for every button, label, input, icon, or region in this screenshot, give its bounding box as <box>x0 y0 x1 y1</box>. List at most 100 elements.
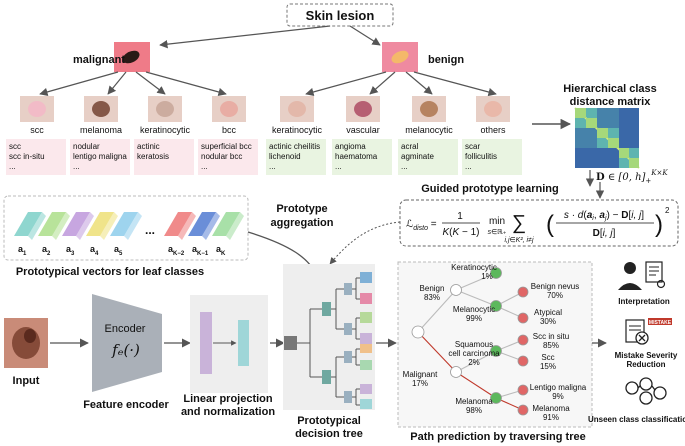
prototype-vector-4: a5 <box>110 212 142 257</box>
unseen-class-icon <box>625 377 667 405</box>
prototype-vector-1: a2 <box>38 212 70 257</box>
subtype-text: haematoma <box>335 152 378 161</box>
path-tree-labels: Keratinocytic 1% Benign 83% Melanocytic … <box>403 263 587 422</box>
leaf-class-5: vascularangiomahaematoma... <box>332 96 392 175</box>
leaf-class-name: scc <box>30 125 44 135</box>
malignant-label: malignant <box>73 54 125 66</box>
prototype-vector-label: a1 <box>18 244 27 257</box>
subtype-text: nodular <box>73 142 100 151</box>
svg-text:83%: 83% <box>424 293 440 302</box>
svg-text:min: min <box>489 216 505 227</box>
path-prediction-label: Path prediction by traversing tree <box>410 431 585 443</box>
encoder-label: Encoder <box>105 323 146 335</box>
subtype-text: lentigo maligna <box>73 152 127 161</box>
unseen-class-label: Unseen class classification <box>588 415 685 424</box>
svg-text:∑: ∑ <box>512 212 526 234</box>
subtype-text: scc in-situ <box>9 152 45 161</box>
leaf-class-name: others <box>480 125 506 135</box>
prototype-vector-6: aK−1 <box>188 212 220 257</box>
svg-text:MISTAKE: MISTAKE <box>649 320 672 326</box>
svg-text:Scc: Scc <box>541 353 554 362</box>
tree-label-line2: decision tree <box>295 428 363 440</box>
matrix-title-line1: Hierarchical class <box>563 83 657 95</box>
prototype-vector-label: a3 <box>66 244 75 257</box>
subtype-box <box>398 139 458 175</box>
subtype-text: actinic <box>137 142 160 151</box>
prototype-vector-label: a5 <box>114 244 123 257</box>
guided-prototype-learning: Guided prototype learning <box>421 183 559 195</box>
prototype-vector-7: aK <box>212 212 244 257</box>
prototype-vector-3: a4 <box>86 212 118 257</box>
svg-text:2%: 2% <box>468 358 480 367</box>
svg-text:Keratinocytic: Keratinocytic <box>451 263 497 272</box>
svg-text:9%: 9% <box>552 392 564 401</box>
subtype-box <box>6 139 66 175</box>
subtype-text: ... <box>465 162 472 171</box>
prototype-vector-2: a3 <box>62 212 94 257</box>
prototype-vector-0: a1 <box>14 212 46 257</box>
subtype-text: actinic cheilitis <box>269 142 320 151</box>
feature-encoder-block <box>92 294 162 392</box>
prototype-vector-label: a2 <box>42 244 51 257</box>
matrix-formula: D ∈ [0, h]+K×K <box>596 169 668 185</box>
subtype-text: keratosis <box>137 152 169 161</box>
decision-tree <box>297 277 360 406</box>
root-label: Skin lesion <box>306 8 375 23</box>
leaf-class-6: melanocyticacralagminate... <box>398 96 458 175</box>
tree-label-line1: Prototypical <box>297 415 361 427</box>
svg-text:Melanocytic: Melanocytic <box>453 305 495 314</box>
svg-text:30%: 30% <box>540 317 556 326</box>
svg-text:Malignant: Malignant <box>403 370 438 379</box>
leaf-class-name: keratinocytic <box>272 125 323 135</box>
encoder-function: fₑ(·) <box>111 341 140 359</box>
svg-text:70%: 70% <box>547 291 563 300</box>
prototype-vectors-label: Prototypical vectors for leaf classes <box>16 266 204 278</box>
subtype-text: ... <box>401 162 408 171</box>
matrix-title-line2: distance matrix <box>570 96 652 108</box>
leaf-class-name: melanoma <box>80 125 122 135</box>
svg-text:Squamous: Squamous <box>455 340 493 349</box>
leaf-class-name: bcc <box>222 125 237 135</box>
prototype-vector-label: aK <box>216 244 226 257</box>
subtype-text: acral <box>401 142 419 151</box>
distance-matrix <box>574 107 640 169</box>
svg-text:i,j∈K², i≠j: i,j∈K², i≠j <box>505 237 534 244</box>
prototype-vector-label: aK−1 <box>192 244 209 257</box>
subtype-box <box>266 139 326 175</box>
linear-label-line2: and normalization <box>181 406 275 418</box>
prototype-vector-label: aK−2 <box>168 244 185 257</box>
svg-text:cell carcinoma: cell carcinoma <box>448 349 500 358</box>
feature-encoder-label: Feature encoder <box>83 399 169 411</box>
svg-text:15%: 15% <box>540 362 556 371</box>
svg-text:D[i, j]: D[i, j] <box>593 228 616 239</box>
leaf-class-7: othersscarfolliculitis... <box>462 96 522 175</box>
subtype-box <box>70 139 130 175</box>
svg-text:Benign nevus: Benign nevus <box>531 282 579 291</box>
subtype-text: superficial bcc <box>201 142 252 151</box>
svg-text:17%: 17% <box>412 379 428 388</box>
linear-label-line1: Linear projection <box>183 393 273 405</box>
svg-text:): ) <box>655 211 663 238</box>
input-label: Input <box>13 375 40 387</box>
svg-text:99%: 99% <box>466 314 482 323</box>
subtype-box <box>198 139 258 175</box>
mistake-severity-label-line2: Reduction <box>626 360 665 369</box>
svg-text:Scc in situ: Scc in situ <box>533 332 569 341</box>
loss-box <box>399 199 679 247</box>
interpretation-label: Interpretation <box>618 297 670 306</box>
leaf-class-name: melanocytic <box>405 125 453 135</box>
svg-text:ℒdisto =: ℒdisto = <box>406 219 437 232</box>
subtype-text: ... <box>9 162 16 171</box>
subtype-text: scar <box>465 142 480 151</box>
subtype-text: ... <box>73 162 80 171</box>
svg-text:Melanoma: Melanoma <box>532 404 570 413</box>
svg-text:98%: 98% <box>466 406 482 415</box>
mistake-icon: MISTAKE <box>625 318 672 345</box>
prototype-aggregation-line1: Prototype <box>276 203 327 215</box>
mistake-severity-label-line1: Mistake Severity <box>615 351 678 360</box>
subtype-box <box>332 139 392 175</box>
